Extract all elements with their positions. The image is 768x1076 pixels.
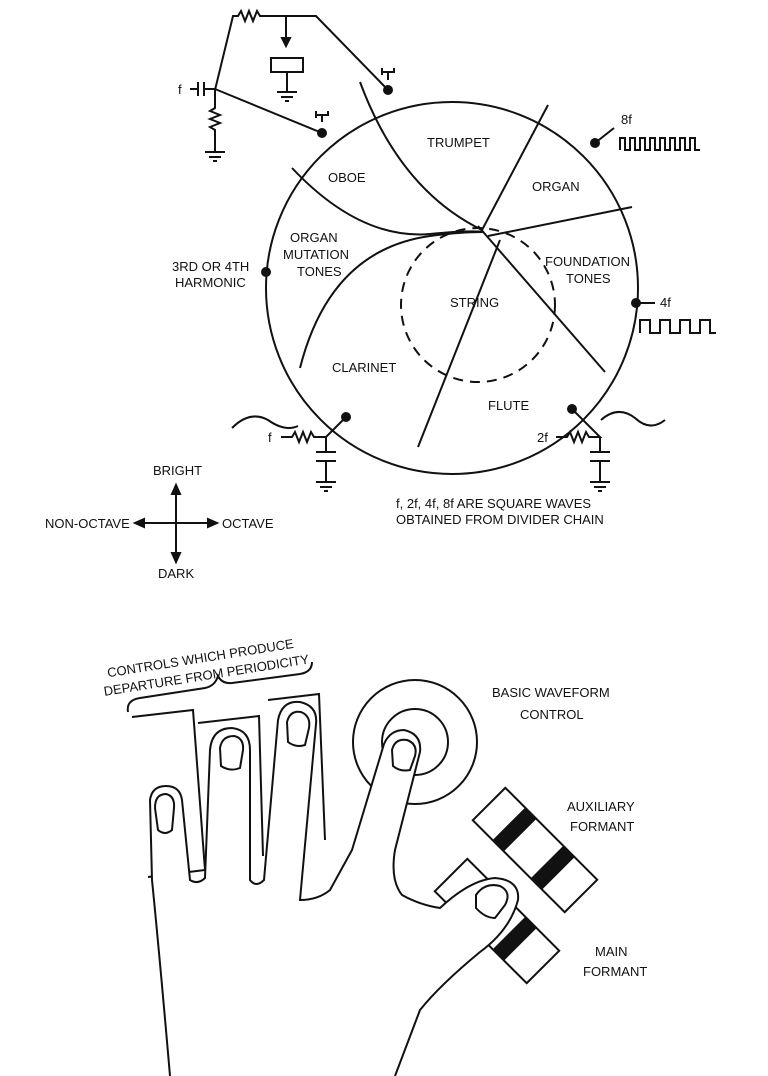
timbre-wheel: TRUMPET OBOE ORGAN ORGAN MUTATION TONES …	[261, 81, 641, 475]
periodicity-brace	[126, 661, 313, 713]
main-label-1: MAIN	[595, 944, 628, 959]
note-line-1: f, 2f, 4f, 8f ARE SQUARE WAVES	[396, 496, 591, 511]
region-foundation-1: FOUNDATION	[545, 254, 630, 269]
label-2f: 2f	[537, 430, 548, 445]
region-organ: ORGAN	[532, 179, 580, 194]
label-8f: 8f	[621, 112, 632, 127]
main-label-2: FORMANT	[583, 964, 647, 979]
label-f-left: f	[268, 430, 272, 445]
dashed-circle	[400, 227, 556, 383]
label-f-top: f	[178, 82, 182, 97]
basic-label-1: BASIC WAVEFORM	[492, 685, 610, 700]
square-waves	[594, 127, 716, 334]
region-string: STRING	[450, 295, 499, 310]
harmonic-label-1: 3RD OR 4TH	[172, 259, 249, 274]
foundation-string-boundary	[477, 225, 606, 373]
compass-arrows	[132, 482, 220, 565]
region-organ-mutation-3: TONES	[297, 264, 342, 279]
region-oboe: OBOE	[328, 170, 366, 185]
bottom-filters	[231, 408, 666, 492]
region-clarinet: CLARINET	[332, 360, 396, 375]
label-4f: 4f	[660, 295, 671, 310]
clarinet-mutation-boundary	[299, 231, 485, 369]
top-circuit	[190, 8, 395, 162]
region-trumpet: TRUMPET	[427, 135, 490, 150]
organ-foundation-boundary	[487, 206, 633, 237]
note-line-2: OBTAINED FROM DIVIDER CHAIN	[396, 512, 604, 527]
region-organ-mutation-1: ORGAN	[290, 230, 338, 245]
compass-octave: OCTAVE	[222, 516, 274, 531]
region-flute: FLUTE	[488, 398, 530, 413]
string-flute-boundary	[417, 239, 501, 448]
wheel-outline	[265, 101, 639, 475]
trumpet-organ-boundary	[481, 104, 549, 231]
oboe-mutation-boundary	[291, 167, 485, 236]
aux-label-1: AUXILIARY	[567, 799, 635, 814]
compass-dark: DARK	[158, 566, 194, 581]
harmonic-label-2: HARMONIC	[175, 275, 246, 290]
compass-bright: BRIGHT	[153, 463, 202, 478]
compass-non-octave: NON-OCTAVE	[45, 516, 130, 531]
hand-outline	[148, 700, 520, 1076]
aux-label-2: FORMANT	[570, 819, 634, 834]
basic-label-2: CONTROL	[520, 707, 584, 722]
trumpet-oboe-boundary	[359, 81, 483, 231]
region-foundation-2: TONES	[566, 271, 611, 286]
region-organ-mutation-2: MUTATION	[283, 247, 349, 262]
auxiliary-formant-slider[interactable]	[471, 786, 599, 914]
